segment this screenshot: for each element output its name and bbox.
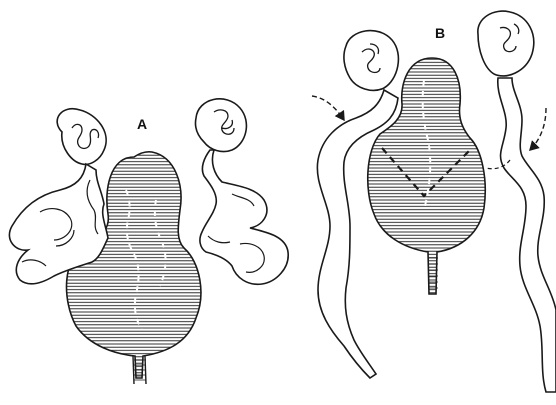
ureter-b-right-icon xyxy=(498,78,556,392)
panel-label-a: A xyxy=(137,117,147,131)
kidney-a-right-icon xyxy=(195,99,246,152)
flow-arrow-icon xyxy=(312,96,344,120)
flow-arrow-right-icon xyxy=(530,108,546,150)
panel-a xyxy=(9,99,288,384)
ureter-a-right-icon xyxy=(200,150,288,284)
kidney-b-right-icon xyxy=(478,11,534,76)
panel-b xyxy=(312,11,556,392)
panel-label-b: B xyxy=(435,26,445,40)
